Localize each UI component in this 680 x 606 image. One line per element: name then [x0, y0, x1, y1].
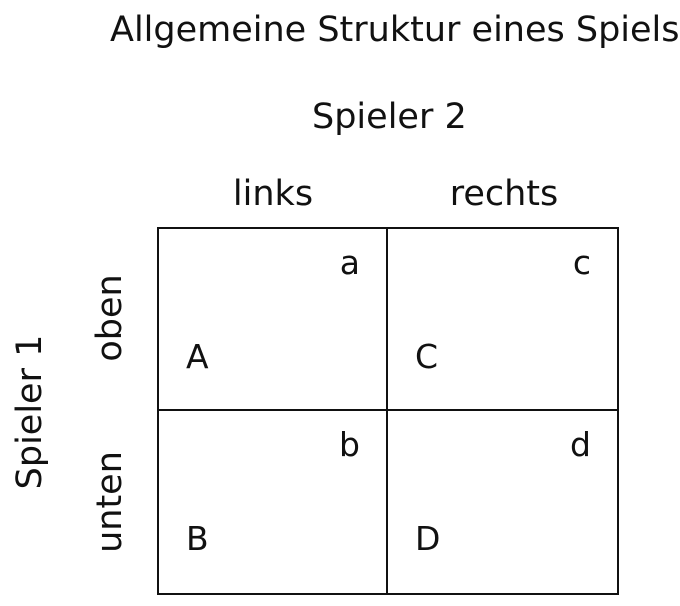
column-label-rechts: rechts — [449, 174, 559, 214]
diagram-title: Allgemeine Struktur eines Spiels — [110, 10, 680, 50]
player-1-payoff: D — [415, 519, 441, 558]
column-label-links: links — [232, 174, 314, 214]
matrix-cell-oben-links: a A — [159, 229, 388, 411]
row-label-oben: oben — [90, 274, 130, 362]
matrix-cell-unten-rechts: d D — [388, 411, 617, 593]
player-2-payoff: b — [339, 425, 360, 464]
player-2-payoff: a — [339, 243, 360, 282]
player-2-payoff: c — [572, 243, 591, 282]
player-1-payoff: B — [186, 519, 209, 558]
player-2-payoff: d — [570, 425, 591, 464]
row-label-unten: unten — [90, 451, 130, 553]
player-2-label: Spieler 2 — [312, 97, 467, 137]
player-1-payoff: C — [415, 337, 439, 376]
player-1-label: Spieler 1 — [10, 334, 50, 490]
matrix-cell-oben-rechts: c C — [388, 229, 617, 411]
player-1-payoff: A — [186, 337, 209, 376]
matrix-cell-unten-links: b B — [159, 411, 388, 593]
payoff-matrix: a A c C b B d D — [157, 227, 619, 595]
